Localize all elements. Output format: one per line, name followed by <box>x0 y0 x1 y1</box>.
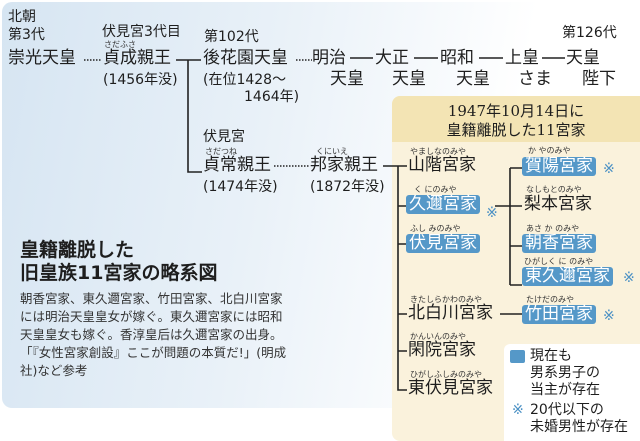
emperor-showa-title: 天皇 <box>456 69 490 89</box>
kitashirakawa-ruby: きたしらかわのみや <box>410 295 482 304</box>
takeda-ruby: たけだのみや <box>526 295 574 304</box>
emperor-taisho: 大正 <box>375 48 409 68</box>
kuni: 久邇宮家 <box>406 195 480 214</box>
higashikuni-mark: ※ <box>623 270 635 286</box>
note-line: 天皇皇女も嫁ぐ。香淳皇后は久邇宮家の出身。 <box>20 327 283 342</box>
fushimi3-label: 伏見宮3代目 <box>102 24 181 40</box>
legend-blue-swatch <box>510 350 525 363</box>
emperor-meiji-title: 天皇 <box>330 69 364 89</box>
legend-mark-text-2: 未婚男性が存在 <box>530 419 628 435</box>
line-sadafusa-children <box>176 59 202 173</box>
higashifushimi-ruby: ひがしふしみのみや <box>410 370 482 379</box>
eleven-houses-header <box>392 96 640 142</box>
emperor-emeritus-title: さま <box>518 69 552 89</box>
legend-mark-text-1: 20代以下の <box>530 402 604 418</box>
emperor-taisho-title: 天皇 <box>392 69 426 89</box>
kanin: 閑院宮家 <box>408 340 476 360</box>
gohanazono-emperor: 後花園天皇 <box>203 48 288 68</box>
fushimi-house-ruby: ふし みのみや <box>410 224 461 233</box>
gohanazono-reign-end: 1464年) <box>244 89 300 105</box>
emperor-current-title: 陛下 <box>582 69 616 89</box>
hokucho-label: 北朝 <box>8 9 36 25</box>
kanin-ruby: かんいんのみや <box>410 332 466 341</box>
suko-emperor: 崇光天皇 <box>8 48 76 68</box>
box-title-date: 1947年10月14日に <box>447 102 585 120</box>
kaya: 賀陽宮家 <box>522 157 596 176</box>
kuniie: 邦家親王 <box>310 155 378 175</box>
higashikuni-ruby: ひがしく に のみや <box>524 257 594 266</box>
gohanazono-reign: (在位1428～ <box>203 72 287 88</box>
gen126-label: 第126代 <box>562 25 617 41</box>
gen3-label: 第3代 <box>8 27 45 43</box>
asaka: 朝香宮家 <box>522 234 596 253</box>
yamashina-ruby: やましなのみや <box>410 147 466 156</box>
sadatsune-ruby: さだつね <box>205 147 237 156</box>
sadafusa: 貞成親王 <box>103 48 171 68</box>
emperor-meiji: 明治 <box>312 48 346 68</box>
sadafusa-ruby: さだふさ <box>104 40 136 49</box>
kuni-ruby: く にのみや <box>414 185 457 194</box>
sadatsune-died: (1474年没) <box>203 179 278 195</box>
emperor-current: 天皇 <box>566 48 600 68</box>
legend-mark-icon: ※ <box>512 402 524 418</box>
takeda-mark: ※ <box>603 308 615 324</box>
higashikuni: 東久邇宮家 <box>522 267 613 286</box>
note-line: 朝香宮家、東久邇宮家、竹田宮家、北白川宮家 <box>20 291 283 306</box>
legend-blue-text-1: 現在も <box>530 348 572 364</box>
legend <box>504 344 640 441</box>
kuni-mark: ※ <box>486 205 498 221</box>
emperor-showa: 昭和 <box>440 48 474 68</box>
sadatsune: 貞常親王 <box>203 155 271 175</box>
note-line: 社)など参考 <box>20 363 88 378</box>
line-kuni-children <box>495 167 522 286</box>
note-line: には明治天皇皇女が嫁ぐ。東久邇宮家には昭和 <box>20 309 283 324</box>
fushimi-label: 伏見宮 <box>203 129 245 145</box>
yamashina: 山階宮家 <box>408 155 476 175</box>
diagram-title-line1: 皇籍離脱した <box>20 239 135 261</box>
kuniie-died: (1872年没) <box>310 179 385 195</box>
kaya-mark: ※ <box>603 161 615 177</box>
nashimoto: 梨本宮家 <box>524 194 592 214</box>
kaya-ruby: か やのみや <box>528 146 571 155</box>
higashifushimi: 東伏見宮家 <box>408 378 493 398</box>
sadafusa-died: (1456年没) <box>103 72 178 88</box>
legend-blue-text-2: 男系男子の <box>530 365 600 381</box>
line-kuniie-children <box>383 165 407 391</box>
kitashirakawa: 北白川宮家 <box>408 303 493 323</box>
nashimoto-ruby: なしもとのみや <box>526 185 582 194</box>
takeda: 竹田宮家 <box>522 305 596 324</box>
diagram-title-line2: 旧皇族11宮家の略系図 <box>20 262 218 284</box>
fushimi-house: 伏見宮家 <box>406 234 480 253</box>
kuniie-ruby: くにいえ <box>316 147 348 156</box>
emperor-emeritus: 上皇 <box>505 48 539 68</box>
box-title: 皇籍離脱した11宮家 <box>446 121 586 139</box>
asaka-ruby: あさ か のみや <box>526 224 580 233</box>
legend-blue-text-3: 当主が存在 <box>530 382 600 398</box>
gen102-label: 第102代 <box>204 29 259 45</box>
note-line: 「『女性宮家創設』ここが問題の本質だ!」(明成 <box>20 345 287 360</box>
